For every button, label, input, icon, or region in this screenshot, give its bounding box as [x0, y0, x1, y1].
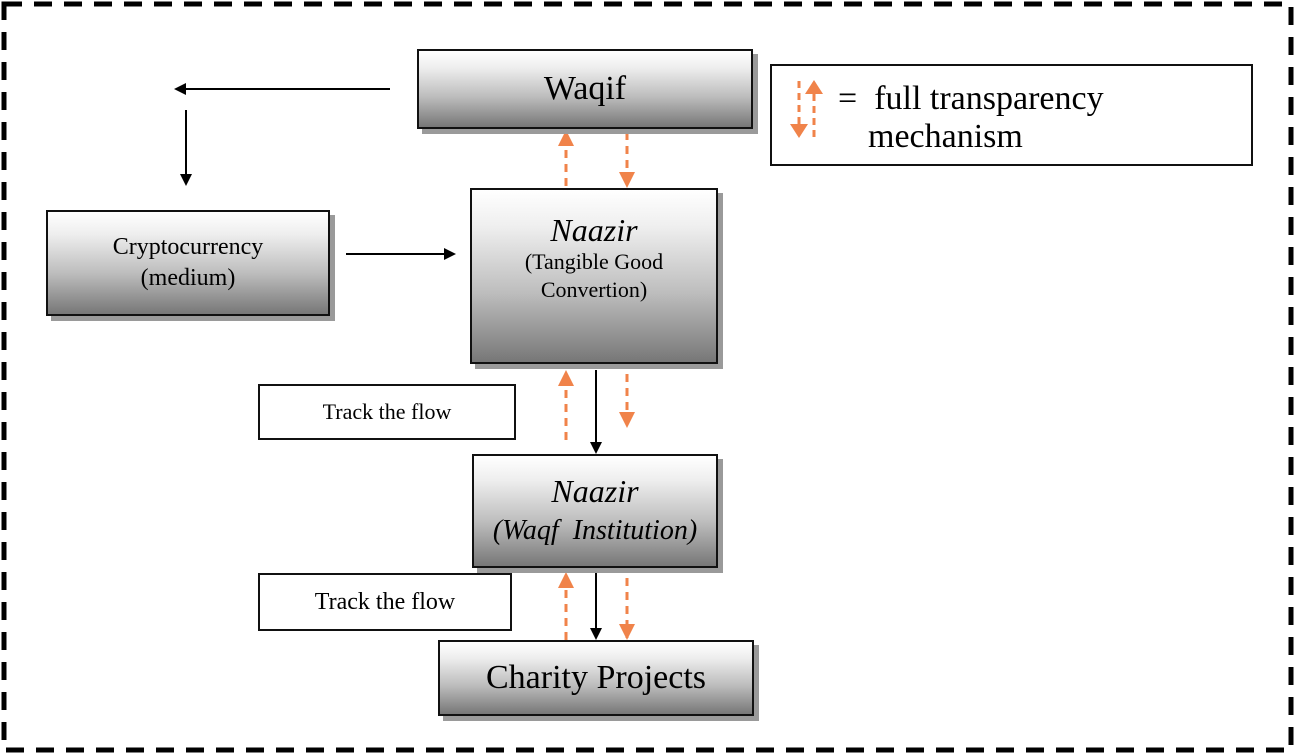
- cryptocurrency-box: Cryptocurrency (medium): [46, 210, 330, 316]
- legend: = full transparency mechanism: [770, 64, 1253, 166]
- charity-projects-box: Charity Projects: [438, 640, 754, 716]
- track-flow-label: Track the flow: [258, 384, 516, 440]
- legend-arrows-icon: [790, 80, 823, 138]
- flow-arrows: [174, 83, 602, 640]
- waqif-box: Waqif: [417, 49, 753, 129]
- naazir-tangible-box: Naazir (Tangible Good Convertion): [470, 188, 718, 364]
- naazir-institution-title: Naazir: [551, 473, 639, 509]
- track-flow-label: Track the flow: [258, 573, 512, 631]
- naazir-institution-box: Naazir (Waqf Institution): [472, 454, 718, 568]
- naazir-institution-subtitle: (Waqf Institution): [492, 515, 698, 546]
- charity-label: Charity Projects: [485, 659, 707, 696]
- naazir-tangible-line2: Convertion): [540, 277, 648, 302]
- waqif-label: Waqif: [543, 70, 627, 107]
- legend-text: = full transparency mechanism: [838, 80, 1104, 156]
- naazir-tangible-line1: (Tangible Good: [524, 249, 664, 274]
- transparency-arrows: [558, 130, 635, 640]
- crypto-line1: Cryptocurrency: [112, 234, 264, 260]
- legend-line2: mechanism: [868, 118, 1023, 155]
- crypto-line2: (medium): [140, 265, 236, 291]
- legend-line1: full transparency: [874, 80, 1104, 117]
- legend-equals: =: [838, 80, 858, 117]
- naazir-tangible-title: Naazir: [550, 212, 638, 248]
